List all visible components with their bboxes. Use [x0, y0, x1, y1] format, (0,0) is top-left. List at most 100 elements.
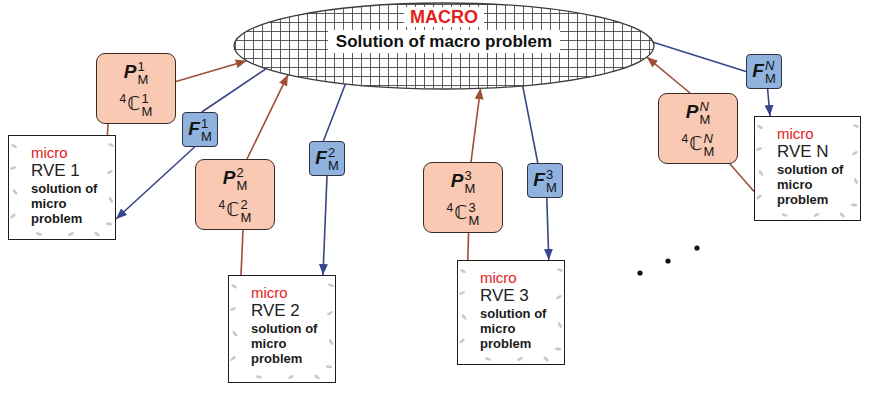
particle	[10, 213, 17, 219]
particle	[556, 294, 563, 300]
micro-description: solution of micro problem	[777, 162, 848, 207]
deformation-symbol: F2M	[315, 145, 338, 172]
stress-tangent-box: P1M4ℂ1M	[96, 53, 176, 124]
deformation-arrow	[523, 86, 538, 163]
index-stack: 3M	[546, 168, 557, 194]
rve-box: microRVE 1solution of micro problem	[8, 135, 116, 240]
particle	[12, 189, 18, 196]
index-stack: NM	[704, 132, 715, 158]
response-arrow	[467, 233, 469, 260]
dot	[637, 270, 642, 275]
particle	[94, 231, 101, 237]
deformation-arrow	[116, 147, 195, 219]
dot	[665, 258, 670, 263]
rve-name: RVE 1	[31, 161, 103, 181]
particle	[328, 339, 334, 346]
prescript: 4	[120, 92, 127, 106]
index-stack: 1M	[137, 60, 148, 86]
symbol: ℂ	[454, 201, 467, 223]
index-stack: 2M	[241, 198, 252, 224]
deformation-arrow	[547, 198, 549, 260]
particle	[232, 330, 238, 337]
deformation-symbol: FNM	[752, 58, 775, 85]
scale-label: micro	[251, 284, 323, 301]
scale-label: micro	[777, 125, 848, 142]
prescript: 4	[219, 198, 226, 212]
superscript: N	[699, 100, 710, 113]
particle	[557, 322, 563, 329]
response-arrow	[647, 57, 690, 93]
superscript: 1	[137, 60, 148, 73]
deformation-arrow	[323, 84, 345, 141]
stress-tangent-box: PNM4ℂNM	[658, 93, 738, 164]
scale-heading: MACRO	[404, 7, 484, 27]
scale-label: micro	[480, 269, 552, 286]
particle	[485, 357, 492, 361]
prescript: 4	[447, 201, 454, 215]
deformation-arrow	[768, 89, 770, 116]
symbol: ℂ	[127, 92, 140, 114]
particle	[68, 231, 75, 236]
stress-tangent-box: P2M4ℂ2M	[195, 159, 275, 230]
subscript: M	[137, 73, 148, 86]
response-arrow	[247, 75, 288, 159]
particle	[107, 169, 114, 175]
subscript: M	[328, 159, 339, 172]
deformation-arrow	[323, 176, 327, 275]
prescript: 4	[682, 132, 689, 146]
micro-description: solution of micro problem	[480, 306, 552, 351]
index-stack: 3M	[464, 169, 475, 195]
response-arrow	[471, 88, 481, 162]
subscript: M	[241, 211, 252, 224]
subscript: M	[464, 182, 475, 195]
particle	[460, 268, 467, 274]
particle	[230, 355, 237, 361]
rve-box: microRVE Nsolution of micro problem	[754, 116, 861, 221]
superscript: 3	[464, 169, 475, 182]
ellipse-grid	[234, 3, 654, 89]
particle	[288, 374, 295, 379]
particle	[11, 143, 18, 149]
particle	[326, 365, 333, 369]
deformation-arrow	[202, 69, 266, 112]
macro-ellipse: MACROSolution of macro problem	[233, 2, 655, 90]
index-stack: 2M	[236, 166, 247, 192]
symbol: P	[686, 101, 699, 122]
subscript: M	[546, 181, 557, 194]
particle	[256, 375, 263, 379]
tangent-symbol: 4ℂ1M	[120, 86, 153, 118]
particle	[517, 356, 524, 361]
superscript: 2	[241, 198, 252, 211]
stress-symbol: P1M	[124, 59, 149, 86]
deformation-arrow	[653, 42, 746, 71]
micro-description: solution of micro problem	[31, 181, 103, 226]
stress-symbol: P3M	[451, 168, 476, 195]
rve-name: RVE 2	[251, 301, 323, 321]
subscript: M	[142, 105, 153, 118]
particle	[852, 150, 859, 156]
particle	[106, 222, 113, 226]
rve-box: microRVE 2solution of micro problem	[228, 275, 336, 383]
subscript: M	[469, 214, 480, 227]
symbol: F	[188, 118, 200, 139]
scale-label: micro	[31, 144, 103, 161]
subscript: M	[236, 179, 247, 192]
ellipse-ground	[234, 3, 654, 89]
particle	[231, 283, 238, 289]
superscript: 3	[546, 168, 557, 181]
particle	[10, 166, 17, 171]
particle	[756, 194, 763, 200]
particle	[36, 232, 43, 236]
superscript: 3	[469, 201, 480, 214]
deformation-gradient-box: F3M	[527, 163, 563, 198]
deformation-gradient-box: FNM	[746, 54, 782, 89]
particle	[555, 347, 562, 351]
response-arrow	[176, 61, 247, 82]
particle	[108, 143, 115, 148]
index-stack: 1M	[142, 92, 153, 118]
superscript: 2	[328, 146, 339, 159]
symbol: F	[533, 169, 545, 190]
particle	[756, 147, 763, 152]
superscript: 2	[236, 166, 247, 179]
